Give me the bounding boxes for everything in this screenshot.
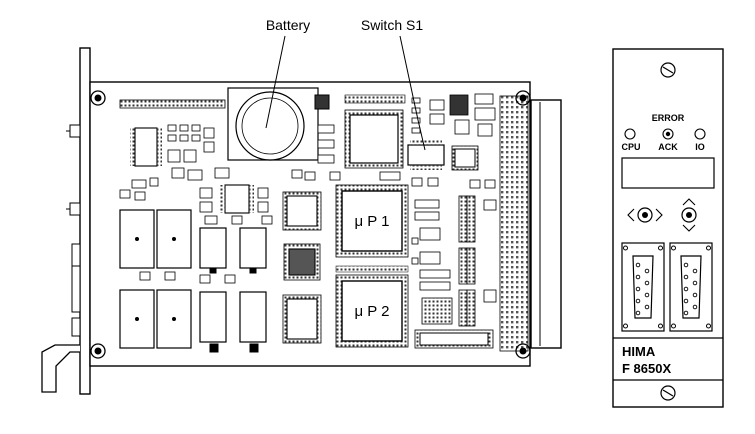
- io-led-label: IO: [695, 142, 705, 152]
- dsub-connector-right-icon: [669, 242, 713, 332]
- front-panel-outline: [612, 48, 724, 408]
- switch-s1: [407, 144, 445, 166]
- circuit-board: [41, 47, 562, 395]
- brand-label: HIMA: [622, 344, 656, 359]
- callout-lines: [265, 35, 426, 151]
- cpu-2-label: μ P 2: [354, 303, 389, 320]
- front-panel: [612, 48, 724, 408]
- top-screw-icon: [660, 62, 676, 78]
- dsub-connector-left-icon: [621, 242, 665, 332]
- io-led-icon: [694, 128, 706, 140]
- up-down-button-icon: [681, 198, 697, 232]
- left-right-button-icon: [627, 207, 663, 223]
- front-plate: [79, 47, 91, 395]
- cpu-led-label: CPU: [621, 142, 640, 152]
- cpu-led-icon: [624, 128, 636, 140]
- error-label: ERROR: [652, 113, 685, 123]
- battery-callout: Battery: [266, 17, 310, 33]
- ack-led-icon: [662, 128, 674, 140]
- switch-callout: Switch S1: [361, 17, 423, 33]
- ack-led-label: ACK: [658, 142, 678, 152]
- cpu-1-label: μ P 1: [354, 213, 389, 230]
- board-handle: [41, 344, 80, 393]
- rear-connector: [530, 99, 562, 349]
- bottom-screw-icon: [660, 385, 676, 401]
- model-label: F 8650X: [622, 361, 671, 376]
- display-window: [621, 157, 715, 189]
